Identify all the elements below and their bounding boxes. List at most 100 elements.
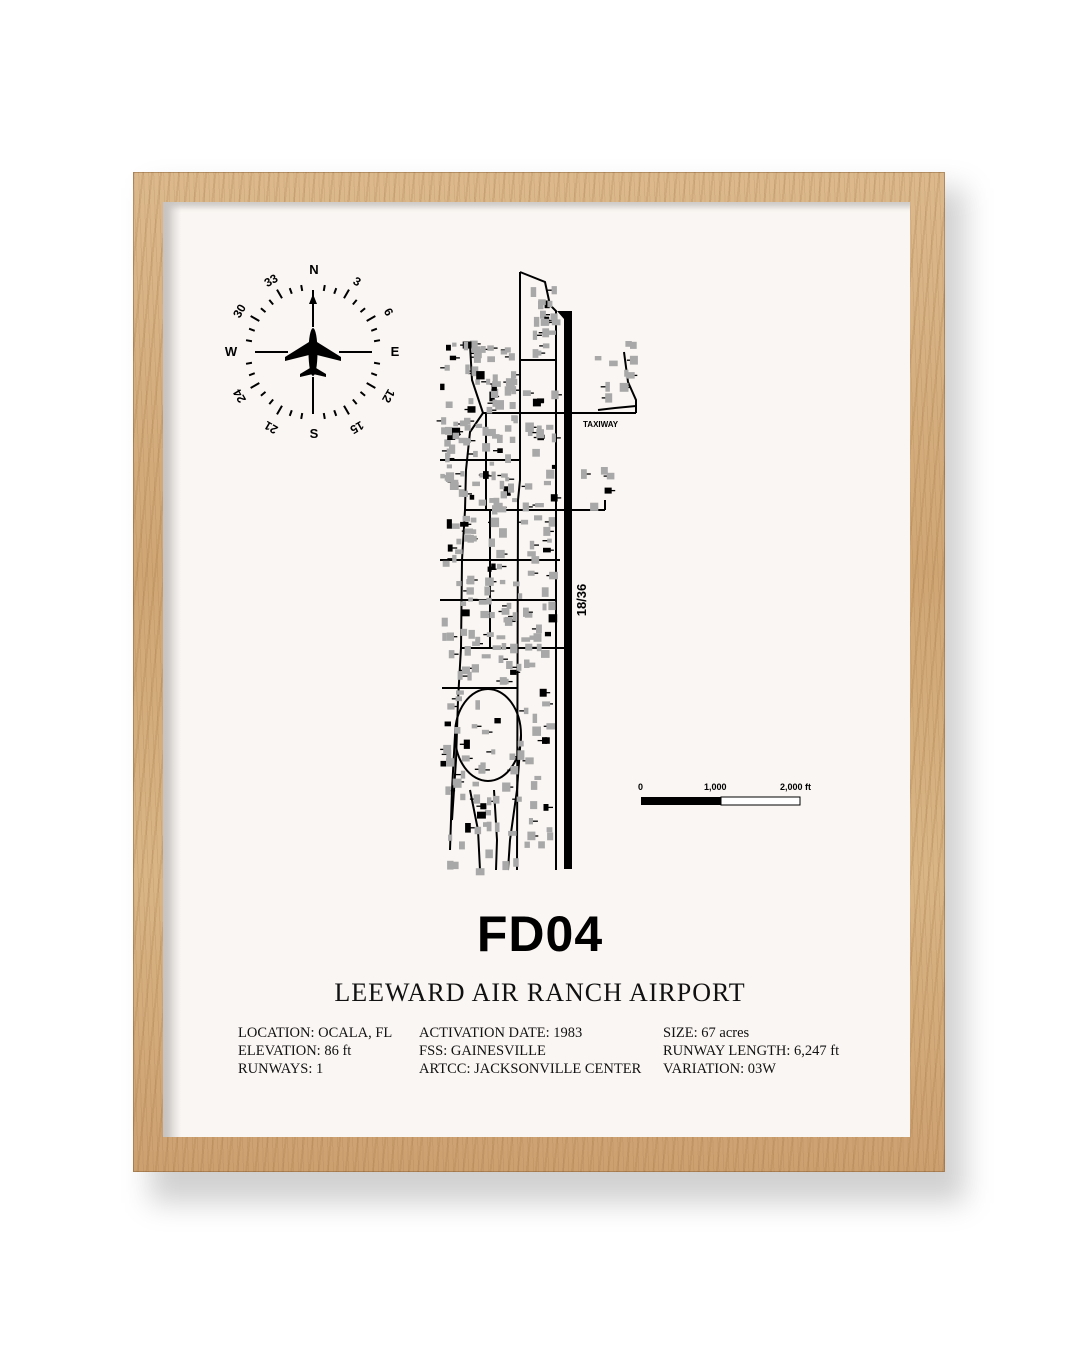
compass-tick: [245, 361, 253, 365]
east-road-spur: [597, 405, 637, 411]
building-footprint: [489, 612, 495, 619]
airport-code: FD04: [476, 906, 604, 962]
building-footprint: [551, 286, 557, 295]
building-footprint: [456, 581, 462, 587]
building-footprint: [542, 328, 550, 338]
building-footprint: [499, 480, 505, 490]
building-footprint: [475, 636, 481, 643]
building-footprint: [468, 629, 475, 639]
compass-tick: [366, 382, 376, 389]
info-size: SIZE: 67 acres: [663, 1025, 750, 1041]
building-footprint: [546, 424, 554, 430]
building-footprint: [468, 597, 473, 602]
building-footprint: [625, 341, 632, 347]
building-footprint: [465, 364, 470, 375]
building-footprint: [520, 519, 529, 525]
building-footprint: [532, 349, 539, 358]
building-footprint: [504, 347, 511, 353]
building-footprint: [475, 700, 480, 710]
building-footprint: [462, 490, 468, 497]
building-footprint: [546, 723, 555, 730]
building-footprint: [510, 669, 517, 675]
building-footprint: [494, 822, 500, 832]
building-footprint: [546, 827, 553, 833]
building-footprint: [473, 356, 481, 363]
compass-tick: [373, 361, 381, 365]
building-footprint: [490, 517, 500, 528]
building-footprint: [485, 849, 493, 859]
building-footprint: [485, 577, 494, 586]
building-footprint: [625, 372, 635, 379]
building-footprint: [502, 861, 509, 871]
building-footprint: [459, 420, 468, 427]
building-footprint: [536, 624, 542, 634]
building-footprint: [540, 318, 550, 326]
building-footprint: [460, 770, 466, 779]
building-footprint: [477, 811, 486, 819]
building-footprint: [445, 454, 450, 463]
building-footprint: [619, 382, 629, 392]
building-footprint: [500, 491, 507, 499]
building-footprint: [547, 538, 552, 543]
building-footprint: [523, 607, 529, 617]
building-footprint: [445, 426, 453, 435]
building-footprint: [440, 383, 445, 391]
building-footprint: [445, 472, 455, 482]
building-footprint: [455, 549, 463, 555]
building-footprint: [444, 721, 451, 727]
building-footprint: [473, 450, 478, 458]
building-footprint: [441, 427, 447, 435]
building-footprint: [467, 671, 472, 681]
building-footprint: [534, 775, 542, 780]
compass-tick: [352, 299, 358, 306]
building-footprint: [517, 593, 523, 599]
building-footprint: [594, 356, 602, 361]
building-footprint: [506, 661, 513, 669]
building-footprint: [472, 535, 477, 542]
building-footprint: [445, 786, 451, 795]
compass-label-15: 15: [347, 418, 366, 437]
building-footprint: [549, 571, 558, 580]
compass-tick: [373, 339, 381, 343]
info-column-2: ACTIVATION DATE: 1983 FSS: GAINESVILLE A…: [419, 1024, 641, 1078]
building-footprint: [521, 637, 531, 642]
building-footprint: [525, 643, 533, 651]
compass-tick: [288, 287, 293, 295]
building-footprint: [538, 841, 545, 849]
building-footprint: [605, 393, 613, 403]
building-footprint: [543, 480, 551, 486]
building-footprint: [512, 612, 518, 621]
building-footprint: [461, 609, 470, 617]
building-footprint: [547, 832, 554, 841]
building-footprint: [483, 822, 489, 827]
compass-tick: [366, 315, 376, 322]
building-footprint: [452, 427, 461, 436]
building-footprint: [512, 498, 517, 503]
airport-name: LEEWARD AIR RANCH AIRPORT: [334, 978, 746, 1007]
building-footprint: [532, 330, 538, 340]
building-footprint: [460, 521, 469, 527]
compass-tick: [248, 372, 256, 377]
compass-label-w: W: [225, 344, 238, 359]
building-footprint: [483, 471, 489, 479]
info-activation-date: ACTIVATION DATE: 1983: [419, 1025, 583, 1041]
info-fss: FSS: GAINESVILLE: [419, 1043, 546, 1059]
building-footprint: [440, 473, 445, 479]
building-footprint: [487, 428, 496, 437]
building-footprint: [513, 858, 519, 867]
building-footprint: [446, 448, 452, 454]
building-footprint: [486, 821, 492, 832]
building-footprint: [486, 632, 494, 637]
building-footprint: [460, 793, 466, 801]
building-footprint: [493, 497, 500, 506]
taxiway-label: TAXIWAY: [583, 420, 619, 429]
north-arrow-icon: [309, 294, 317, 304]
compass-tick: [250, 315, 260, 322]
building-footprint: [468, 398, 474, 405]
compass-ticks: [245, 284, 381, 420]
building-footprint: [442, 632, 447, 641]
building-footprint: [472, 781, 479, 787]
building-footprint: [450, 479, 459, 484]
compass-tick: [352, 398, 358, 405]
building-footprint: [544, 631, 551, 637]
